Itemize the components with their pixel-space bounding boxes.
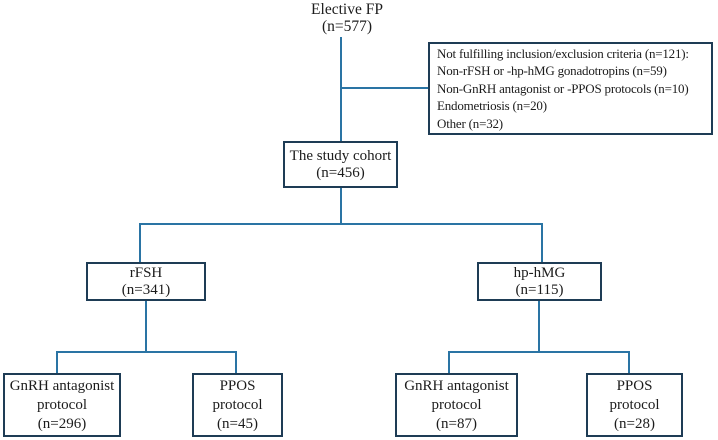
connector-rfsh-down xyxy=(145,300,147,352)
leaf-label: protocol xyxy=(212,396,263,413)
node-rfsh-count: (n=341) xyxy=(121,281,171,298)
leaf-label: PPOS xyxy=(219,377,256,394)
node-rfsh-ppos: PPOS protocol (n=45) xyxy=(192,373,283,437)
connector-cohort-down xyxy=(340,188,342,224)
node-study-cohort-label: The study cohort xyxy=(289,147,392,164)
connector-drop-rfsh-ppos xyxy=(235,351,237,374)
connector-split-hphmg xyxy=(448,351,630,353)
node-elective-fp-count: (n=577) xyxy=(321,18,373,35)
leaf-label: protocol xyxy=(431,396,482,413)
node-rfsh-gnrh-antagonist: GnRH antagonist protocol (n=296) xyxy=(3,373,121,437)
leaf-label: GnRH antagonist xyxy=(9,377,115,394)
connector-to-exclusion-box xyxy=(342,87,428,89)
connector-drop-rfsh xyxy=(139,223,141,262)
leaf-count: (n=296) xyxy=(37,415,87,432)
connector-drop-rfsh-gnrh xyxy=(56,351,58,374)
exclusion-line: Endometriosis (n=20) xyxy=(437,98,547,114)
connector-hphmg-down xyxy=(538,300,540,352)
node-hphmg-ppos: PPOS protocol (n=28) xyxy=(586,373,683,437)
leaf-label: protocol xyxy=(37,396,87,413)
leaf-label: PPOS xyxy=(616,377,653,394)
node-elective-fp-label: Elective FP xyxy=(311,1,383,18)
leaf-label: protocol xyxy=(609,396,660,413)
leaf-label: GnRH antagonist xyxy=(404,377,509,394)
node-rfsh-label: rFSH xyxy=(129,264,163,281)
connector-root-to-cohort xyxy=(340,37,342,141)
exclusion-line: Not fulfilling inclusion/exclusion crite… xyxy=(437,45,689,61)
connector-drop-hphmg-ppos xyxy=(628,351,630,374)
connector-split-level1 xyxy=(139,223,543,225)
node-rfsh: rFSH (n=341) xyxy=(86,262,206,301)
node-exclusion-criteria: Not fulfilling inclusion/exclusion crite… xyxy=(428,42,713,135)
exclusion-line: Other (n=32) xyxy=(437,115,503,131)
node-hp-hmg-label: hp-hMG xyxy=(513,264,566,281)
connector-split-rfsh xyxy=(56,351,237,353)
node-elective-fp: Elective FP (n=577) xyxy=(262,1,432,35)
exclusion-line: Non-GnRH antagonist or -PPOS protocols (… xyxy=(437,80,689,96)
leaf-count: (n=28) xyxy=(614,415,655,432)
exclusion-line: Non-rFSH or -hp-hMG gonadotropins (n=59) xyxy=(437,63,667,79)
node-study-cohort-count: (n=456) xyxy=(316,164,365,181)
node-study-cohort: The study cohort (n=456) xyxy=(283,141,398,188)
connector-drop-hphmg xyxy=(541,223,543,262)
leaf-count: (n=87) xyxy=(436,415,477,432)
leaf-count: (n=45) xyxy=(217,415,258,432)
node-hp-hmg-count: (n=115) xyxy=(515,281,564,298)
node-hp-hmg: hp-hMG (n=115) xyxy=(477,262,602,301)
node-hphmg-gnrh-antagonist: GnRH antagonist protocol (n=87) xyxy=(395,373,518,437)
connector-drop-hphmg-gnrh xyxy=(448,351,450,374)
